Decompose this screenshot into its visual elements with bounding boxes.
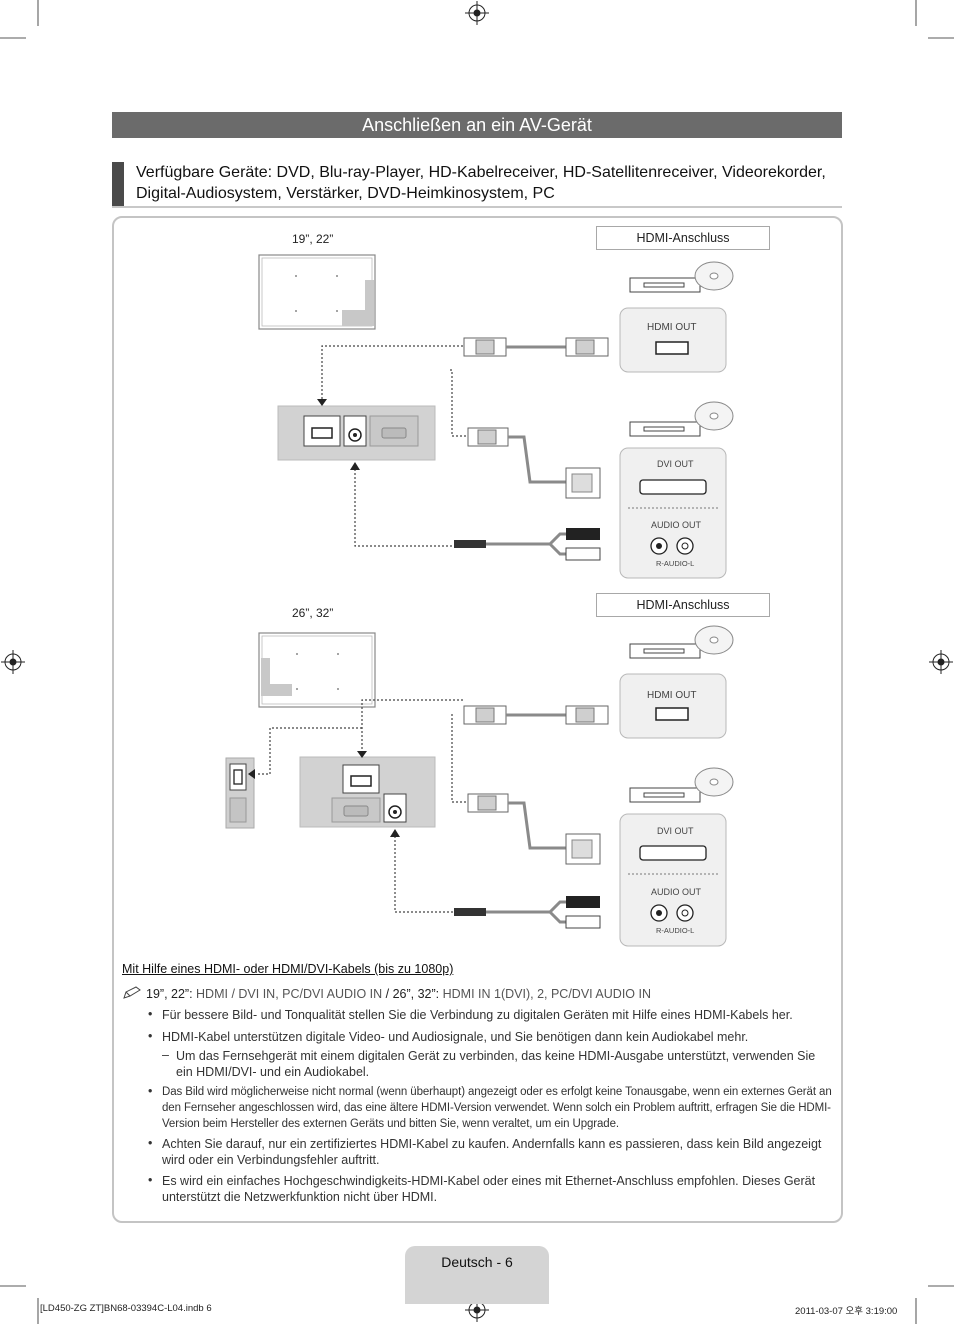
hdmi-out-label-bottom: HDMI OUT xyxy=(647,690,697,701)
connection-diagram-top xyxy=(258,254,734,579)
port-note-size-b: / 26”, 32”: xyxy=(382,987,443,1001)
audio-cable-icon xyxy=(454,528,601,561)
sub-bullet-dash: – xyxy=(162,1048,169,1062)
av-device-icon xyxy=(629,261,734,293)
hdmi-dvi-cable-icon xyxy=(467,793,601,865)
port-note-ports-a: HDMI / DVI IN, PC/DVI AUDIO IN xyxy=(196,987,383,1001)
tv-side-port-panel-icon xyxy=(225,757,255,829)
audio-cable-icon xyxy=(454,896,601,929)
bullet-dot: • xyxy=(148,1173,153,1187)
bullet-dot: • xyxy=(148,1084,153,1098)
dvi-out-label-bottom: DVI OUT xyxy=(657,826,694,836)
bullet-item: HDMI-Kabel unterstützen digitale Video- … xyxy=(162,1030,749,1044)
tv-back-icon xyxy=(258,254,376,330)
bullet-dot: • xyxy=(148,1029,153,1043)
audio-out-label-top: AUDIO OUT xyxy=(651,520,702,530)
bullet-item: Es wird ein einfaches Hochgeschwindigkei… xyxy=(162,1174,816,1204)
r-audio-l-label-top: R-AUDIO-L xyxy=(656,559,695,568)
bullet-item: Achten Sie darauf, nur ein zertifizierte… xyxy=(162,1137,822,1167)
hdmi-cable-icon xyxy=(463,705,609,725)
av-device-icon xyxy=(629,625,734,659)
content-panel xyxy=(112,216,843,1223)
port-note-ports-b: HDMI IN 1(DVI), 2, PC/DVI AUDIO IN xyxy=(442,987,651,1001)
print-date-info: 2011-03-07 오후 3:19:00 xyxy=(795,1306,898,1317)
bullet-dot: • xyxy=(148,1136,153,1150)
dvi-out-label-top: DVI OUT xyxy=(657,459,694,469)
connection-diagram-bottom xyxy=(225,625,734,947)
heading-accent-bar xyxy=(112,162,124,206)
connection-label-top: HDMI-Anschluss xyxy=(596,226,770,250)
pencil-note-icon xyxy=(123,986,141,999)
bullet-item: Für bessere Bild- und Tonqualität stelle… xyxy=(162,1008,793,1022)
r-audio-l-label-bottom: R-AUDIO-L xyxy=(656,926,695,935)
port-note: 19”, 22”: HDMI / DVI IN, PC/DVI AUDIO IN… xyxy=(122,986,651,1001)
connection-label-bottom: HDMI-Anschluss xyxy=(596,593,770,617)
page-number-tab: Deutsch - 6 xyxy=(405,1246,549,1304)
hdmi-dvi-cable-icon xyxy=(467,427,601,499)
size-label-bottom: 26”, 32” xyxy=(292,606,334,620)
print-file-info: [LD450-ZG ZT]BN68-03394C-L04.indb 6 xyxy=(40,1303,212,1314)
hdmi-cable-icon xyxy=(463,337,609,357)
tv-port-panel-icon xyxy=(277,405,436,461)
hdmi-out-label-top: HDMI OUT xyxy=(647,322,697,333)
tv-back-icon xyxy=(258,632,376,708)
av-device-icon xyxy=(629,401,734,437)
available-devices-text: Verfügbare Geräte: DVD, Blu-ray-Player, … xyxy=(136,164,826,202)
port-note-size-a: 19”, 22”: xyxy=(146,987,197,1001)
bullet-dot: • xyxy=(148,1007,153,1021)
bullet-item: Das Bild wird möglicherweise nicht norma… xyxy=(162,1086,832,1130)
sub-bullet-item: Um das Fernsehgerät mit einem digitalen … xyxy=(176,1049,816,1079)
page-title: Anschließen an ein AV-Gerät xyxy=(112,112,842,138)
tv-port-panel-icon xyxy=(299,756,436,828)
available-devices-heading: Verfügbare Geräte: DVD, Blu-ray-Player, … xyxy=(112,162,842,208)
av-device-icon xyxy=(629,767,734,803)
section-title: Mit Hilfe eines HDMI- oder HDMI/DVI-Kabe… xyxy=(122,962,454,976)
size-label-top: 19”, 22” xyxy=(292,232,334,246)
audio-out-label-bottom: AUDIO OUT xyxy=(651,887,702,897)
